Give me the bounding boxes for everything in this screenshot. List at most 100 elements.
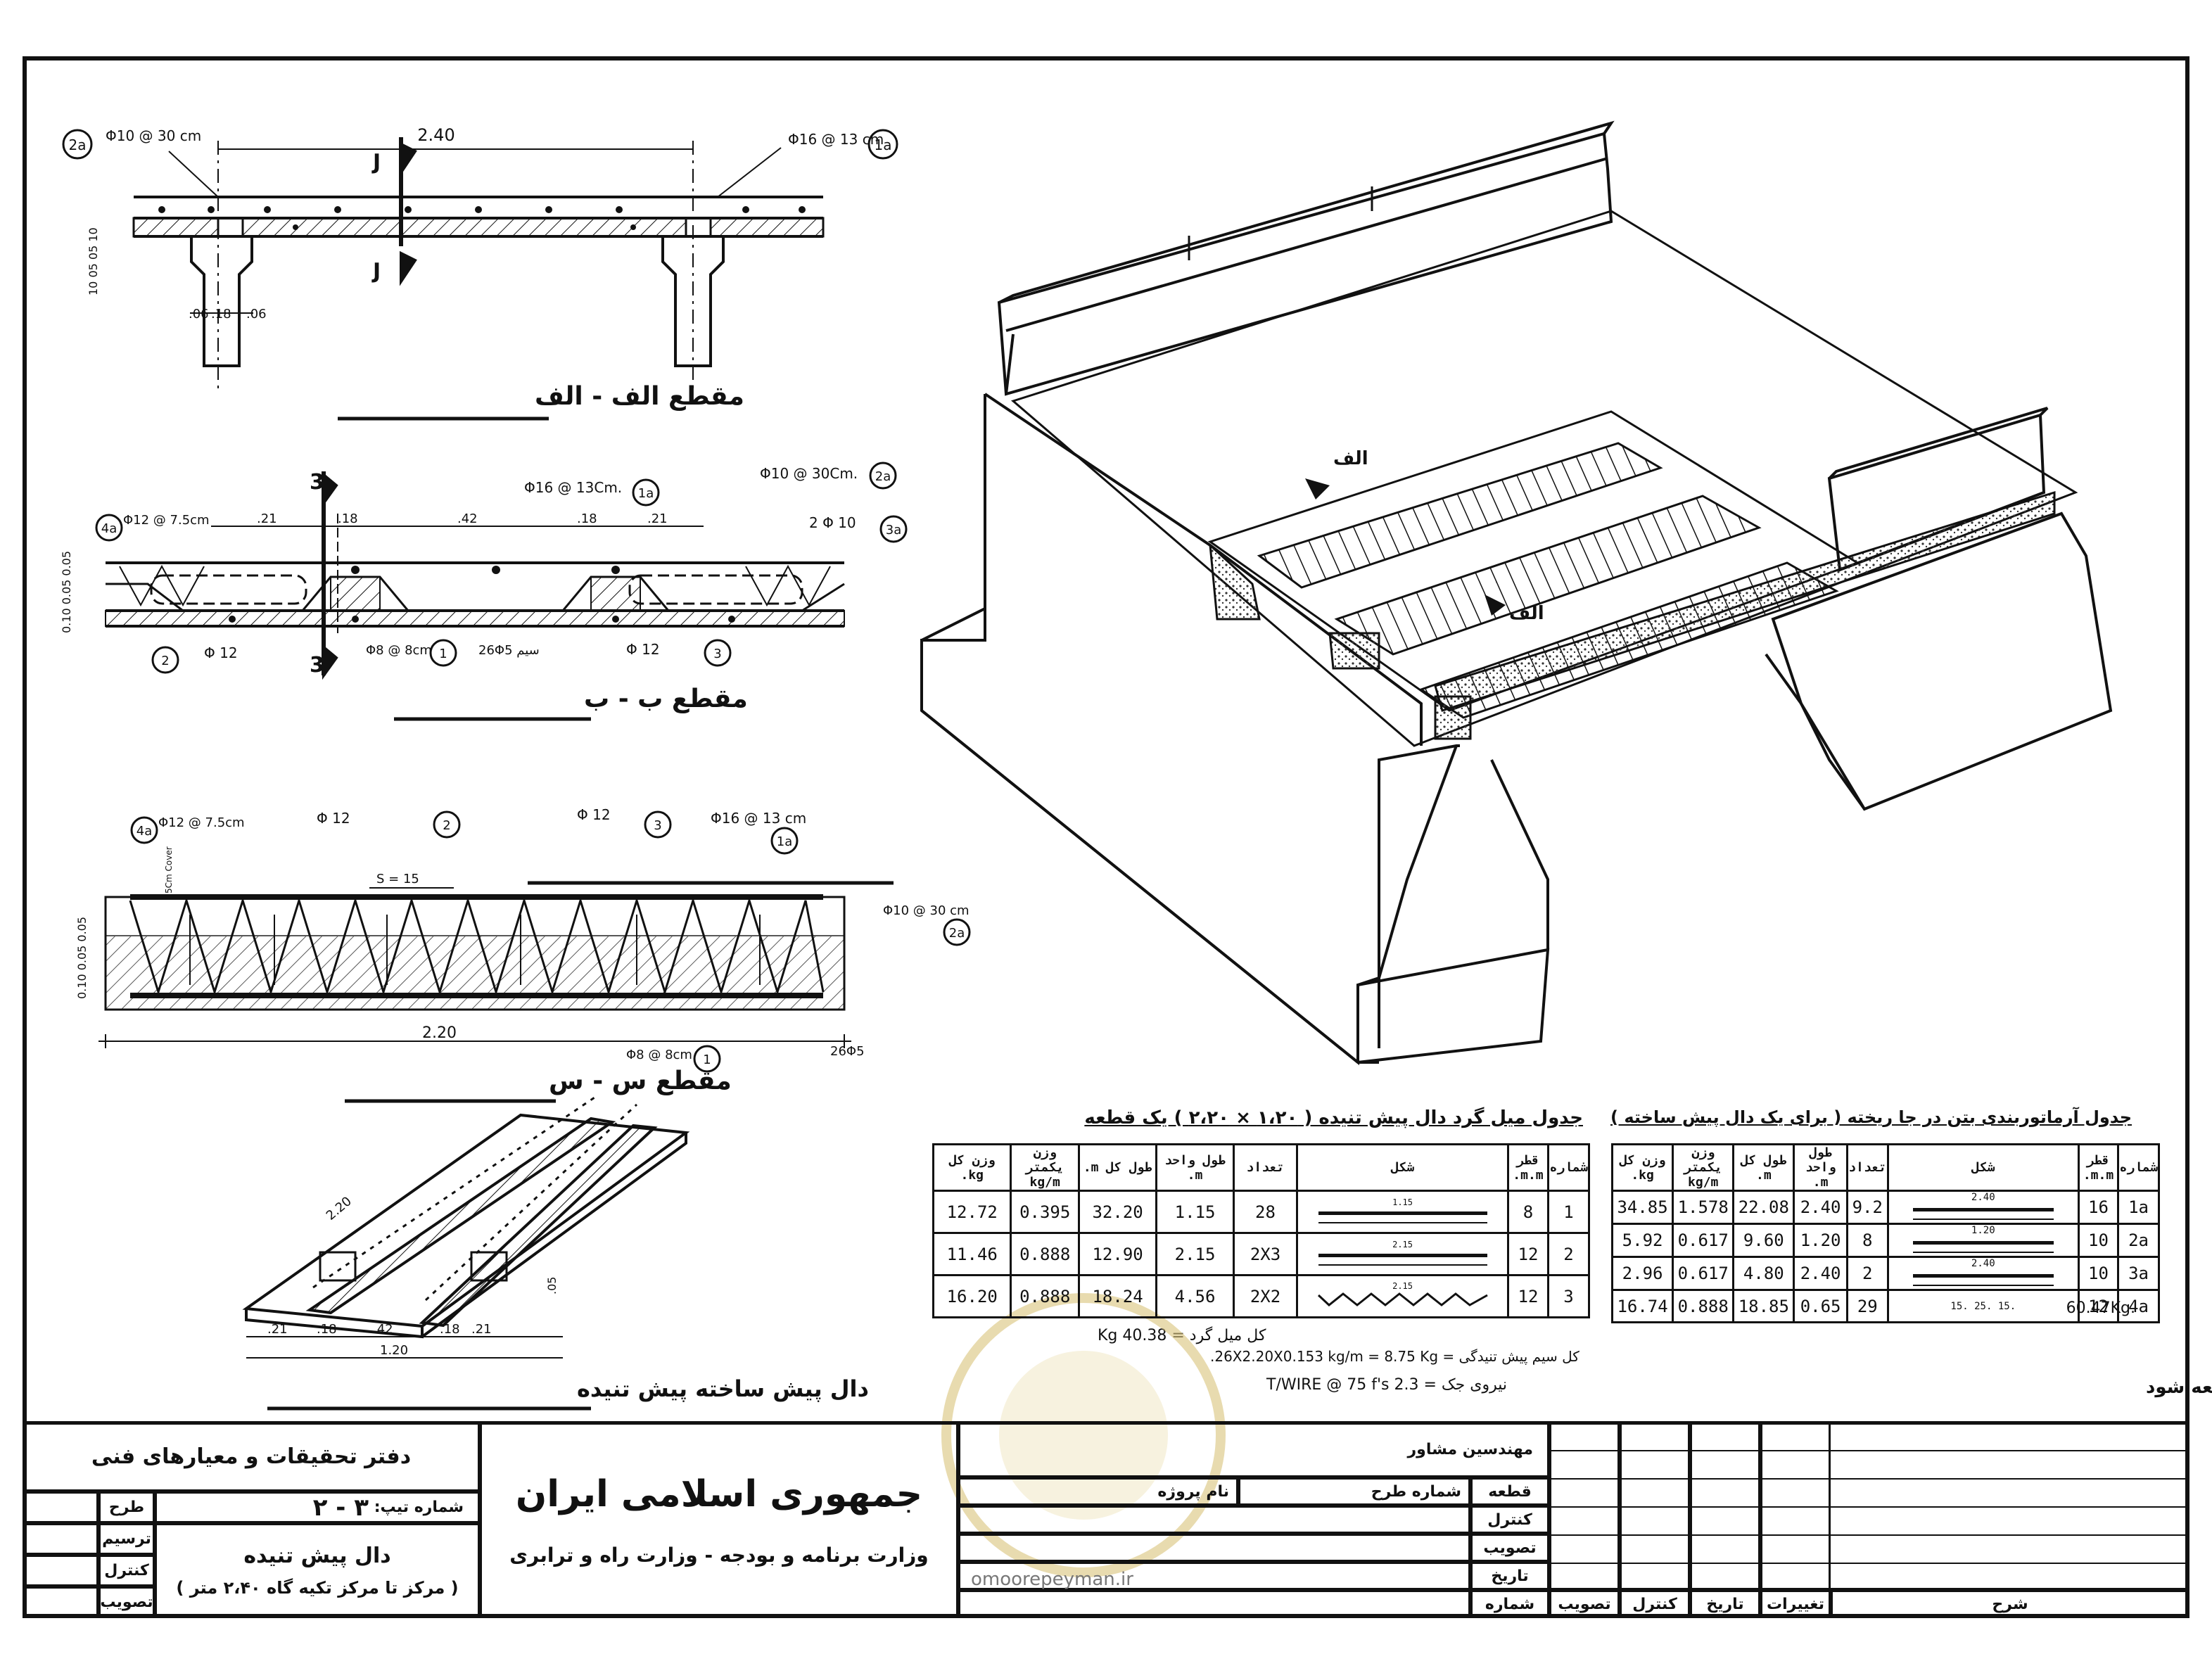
table-beams-r1-count: 28 bbox=[1232, 1190, 1299, 1234]
table-beams-r3-shape: 2.15 bbox=[1296, 1274, 1509, 1318]
table-site-r3-w: 2.96 bbox=[1610, 1256, 1674, 1291]
section-bb-tag1a: 1a bbox=[638, 486, 654, 501]
table-beams-header-unit: طول واحد m. bbox=[1155, 1143, 1235, 1192]
table-site-r4-count: 29 bbox=[1845, 1289, 1889, 1323]
tb-date-label: تاریخ bbox=[1470, 1562, 1549, 1590]
table-beams-header-no: شماره bbox=[1547, 1143, 1590, 1192]
table-beams-r3-unit: 4.56 bbox=[1155, 1274, 1235, 1318]
section-ss-drawing bbox=[98, 881, 894, 1048]
table-site-header-no: شماره bbox=[2117, 1143, 2160, 1192]
tag-4a-bb-circle bbox=[95, 514, 123, 542]
table-beams-r1-w: 12.72 bbox=[932, 1190, 1012, 1234]
table-site-r4-no: 4a bbox=[2117, 1289, 2160, 1323]
table-site: شماره قطر m.m. شکل تعداد طول واحد m. طول… bbox=[1610, 1143, 2160, 1323]
table-site-title: جدول آرماتوربندی بتن در جا ریخته ( برای … bbox=[1610, 1107, 2132, 1127]
table-row: 1a 16 2.40 9.2 2.40 22.08 1.578 34.85 bbox=[1610, 1190, 2160, 1225]
table-beams: شماره قطر m.m. شکل تعداد طول واحد m. طول… bbox=[932, 1143, 1590, 1318]
table-site-header-wpm: وزن یکمتر kg/m bbox=[1672, 1143, 1735, 1192]
table-beams-r2-shape-label: 2.15 bbox=[1392, 1239, 1413, 1249]
note-force: نیروی جک = 2.3 T/WIRE @ 75 f's bbox=[1266, 1376, 1507, 1394]
tb-republic: جمهوری اسلامی ایران bbox=[515, 1472, 923, 1515]
table-beams-r2-no: 2 bbox=[1547, 1232, 1590, 1276]
tag-3-ss-circle bbox=[644, 810, 672, 839]
table-site-r1-unit: 2.40 bbox=[1793, 1190, 1848, 1225]
tb-rev-col-1 bbox=[1549, 1421, 1620, 1590]
table-site-r2-no: 2a bbox=[2117, 1223, 2160, 1258]
tb-part-label: قطعه bbox=[1470, 1477, 1549, 1506]
tb-rev-desc: شرح bbox=[1831, 1590, 2189, 1618]
tag-1-ss-circle bbox=[693, 1045, 721, 1073]
table-beams-r3-no: 3 bbox=[1547, 1274, 1590, 1318]
section-bb-bar10: Φ10 @ 30Cm. bbox=[760, 465, 858, 482]
bar-shape-icon bbox=[1912, 1207, 2054, 1220]
section-bb-drawing bbox=[105, 471, 845, 680]
section-ss-tag1: 1 bbox=[703, 1052, 711, 1067]
section-bb-tag3a: 3a bbox=[886, 523, 901, 537]
table-site-r2-shape: 1.20 bbox=[1886, 1223, 2080, 1258]
section-arrow-2 bbox=[1485, 594, 1506, 616]
table-beams-r2-shape: 2.15 bbox=[1296, 1232, 1509, 1276]
tb-drawing-title-cell: دال پیش تنیده ( مرکز تا مرکز تکیه گاه ۲،… bbox=[155, 1523, 480, 1618]
section-bb-phi12-left: Φ 12 bbox=[204, 644, 238, 661]
section-ss-bar8: Φ8 @ 8cm bbox=[626, 1048, 692, 1062]
section-bb-tag2a: 2a bbox=[875, 469, 891, 484]
table-beams-r3-count: 2X2 bbox=[1232, 1274, 1299, 1318]
bridge-girder-edge-2 bbox=[1328, 632, 1380, 670]
table-beams-header-w: وزن کل kg. bbox=[932, 1143, 1012, 1192]
table-site-r2-w: 5.92 bbox=[1610, 1223, 1674, 1258]
bridge-section-label-1: الف bbox=[1333, 448, 1368, 469]
section-ss-tag1a: 1a bbox=[777, 834, 792, 849]
table-site-header-count: تعداد bbox=[1845, 1143, 1889, 1192]
precast-dim-1: .21 bbox=[267, 1322, 288, 1337]
tag-1a-bb-circle bbox=[632, 478, 660, 507]
tb-control-label: کنترل bbox=[1470, 1506, 1549, 1534]
table-beams-title: جدول میل گرد دال پیش تنیده ( ۱،۲۰ × ۲،۲۰… bbox=[1084, 1107, 1583, 1128]
table-site-r3-wpm: 0.617 bbox=[1672, 1256, 1735, 1291]
tb-office: دفتر تحقیقات و معیارهای فنی bbox=[23, 1421, 480, 1491]
table-beams-r1-wpm: 0.395 bbox=[1010, 1190, 1080, 1234]
tb-drawing-title: دال پیش تنیده bbox=[243, 1544, 391, 1568]
table-beams-r3-shape-label: 2.15 bbox=[1392, 1280, 1413, 1291]
table-beams-r3-total: 18.24 bbox=[1077, 1274, 1158, 1318]
section-bb-tag3: 3 bbox=[713, 647, 721, 661]
table-site-r4-unit: 0.65 bbox=[1793, 1289, 1848, 1323]
table-beams-r3-dia: 12 bbox=[1506, 1274, 1550, 1318]
precast-dim-3: .42 bbox=[373, 1322, 393, 1337]
tb-rev-changes: تغییرات bbox=[1760, 1590, 1831, 1618]
section-aa-cut-mark-bottom: J bbox=[371, 259, 381, 284]
section-bb-2phi10: 2 Φ 10 bbox=[809, 514, 856, 531]
section-ss-bar16: Φ16 @ 13 cm bbox=[711, 810, 806, 827]
table-row: 3 12 2.15 2X2 4.56 18.24 0.888 16.20 bbox=[932, 1274, 1590, 1318]
section-aa-span: 2.40 bbox=[417, 125, 455, 145]
section-ss-cover: 5Cm Cover bbox=[164, 846, 174, 893]
section-bb-bar12: Φ12 @ 7.5cm bbox=[123, 513, 210, 528]
tb-role-design-sign bbox=[23, 1491, 98, 1523]
tb-project-name: نام پروژه bbox=[958, 1477, 1238, 1506]
table-beams-r2-count: 2X3 bbox=[1232, 1232, 1299, 1276]
table-row: 1 8 1.15 28 1.15 32.20 0.395 12.72 bbox=[932, 1190, 1590, 1234]
table-beams-r1-shape: 1.15 bbox=[1296, 1190, 1509, 1234]
tb-control-value bbox=[958, 1506, 1470, 1534]
table-site-r1-wpm: 1.578 bbox=[1672, 1190, 1735, 1225]
section-aa-title: مقطع الف - الف bbox=[535, 382, 744, 411]
table-beams-r1-no: 1 bbox=[1547, 1190, 1590, 1234]
table-site-r3-shape: 2.40 bbox=[1886, 1256, 2080, 1291]
tag-2a-bb-circle bbox=[869, 462, 897, 490]
tb-rev-date: تاریخ bbox=[1690, 1590, 1760, 1618]
table-beams-r2-total: 12.90 bbox=[1077, 1232, 1158, 1276]
section-ss-tag2: 2 bbox=[443, 818, 450, 833]
table-row: 4a 12 .15 .25 .15 29 0.65 18.85 0.888 16… bbox=[1610, 1289, 2160, 1323]
table-beams-header-shape: شکل bbox=[1296, 1143, 1509, 1192]
table-site-r1-total: 22.08 bbox=[1732, 1190, 1795, 1225]
section-bb-dim-5: .21 bbox=[647, 511, 668, 526]
tb-consultant: مهندسین مشاور bbox=[958, 1421, 1549, 1477]
table-site-r4-wpm: 0.888 bbox=[1672, 1289, 1735, 1323]
section-bb-bar8: Φ8 @ 8cm bbox=[366, 643, 432, 658]
section-ss-tag4a: 4a bbox=[136, 824, 152, 839]
section-ss-title: مقطع س - س bbox=[549, 1067, 732, 1095]
table-beams-r2-unit: 2.15 bbox=[1155, 1232, 1235, 1276]
section-bb-dim-3: .42 bbox=[457, 511, 478, 526]
table-site-r2-wpm: 0.617 bbox=[1672, 1223, 1735, 1258]
tb-watermark: omoorepeyman.ir bbox=[971, 1569, 1133, 1590]
